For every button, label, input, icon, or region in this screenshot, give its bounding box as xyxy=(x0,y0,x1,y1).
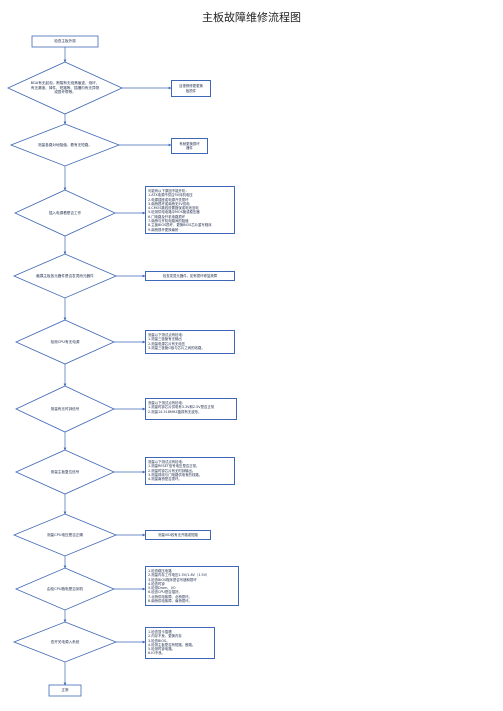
note-line: 4.CMOS跳线设置错误或电池没电 xyxy=(148,206,199,211)
note-line: 检查发烫元器件，如有损坏修复故障 xyxy=(162,273,218,278)
note-line: 4.检查时钟 xyxy=(148,581,165,586)
start-box xyxy=(31,35,99,48)
note-line: 4.检测主板是否有短路，断路。 xyxy=(148,642,196,647)
note-line: 2.测量电源芯片有无电压 xyxy=(148,341,186,346)
note-line: 2.测量时钟芯片有无时钟输出。 xyxy=(148,468,196,473)
note-line: 器件 xyxy=(186,146,193,150)
note-line: 2.内存不良，更换内存 xyxy=(148,634,182,639)
note-box-10: 1.检查显卡插槽 2.内存不良，更换内存 3.检查BIOS。 4.检测主板是否有… xyxy=(145,627,215,659)
note-line: 6.IO不良。 xyxy=(148,651,166,656)
step-label-5: 检测CPU有无电源 xyxy=(50,339,80,344)
note-line: 8.南桥供电故障，南桥损坏。 xyxy=(148,599,192,604)
note-line: 3.测量排线与门电路供电有的线路。 xyxy=(148,472,203,477)
decision-diamond-1 xyxy=(7,61,123,115)
note-line: 测量VID线有无开路或短路 xyxy=(158,532,198,537)
connectors xyxy=(63,47,172,686)
step-label-3: 插入电源看是否工作 xyxy=(48,210,82,215)
note-line: 6.检查CPU是否插好。 xyxy=(148,590,182,595)
note-box-1: 目视修修更更换 板损件 xyxy=(171,80,211,97)
step-label-1: BGA有无起泡、断裂有无烧焦痕迹、烧坏、有无漏液、掉件、短路等、插槽内有无异物或… xyxy=(30,81,100,95)
note-line: 测量以下测试点有检电： xyxy=(148,401,186,405)
note-box-8: 测量VID线有无开路或短路 xyxy=(145,530,211,540)
note-box-3: 可能有以下原因不能开机： 1.ATX电源不供应5V待机电压 2.电源插座或电源开… xyxy=(145,186,235,234)
step-label-2: 测量各路对地阻值，看有无短路。 xyxy=(38,142,92,147)
step-label-10: 查开关电源入系统 xyxy=(50,639,80,644)
note-line: 目视修修更更换 xyxy=(179,84,203,89)
decision-diamond-6 xyxy=(15,385,115,433)
note-line: 5.检测时钟电路。 xyxy=(148,647,175,652)
end-label: 正常 xyxy=(61,688,69,693)
note-line: 1.测量时钟芯片供电有3.3V和2.5V是否正常 xyxy=(148,405,215,410)
step-label-8: 测量CPU电压是否正确 xyxy=(46,532,84,537)
note-line: 板损件 xyxy=(185,88,197,93)
note-line: 6.门电路及开机电路损坏 xyxy=(148,214,186,219)
note-line: 4.测量南桥是否损坏。 xyxy=(148,477,182,482)
note-box-7: 测量以下测试点有检电： 1.测量RESET信号电压是否正常。 2.测量时钟芯片有… xyxy=(145,457,235,485)
note-line: 9.南桥损坏更换南桥 xyxy=(148,227,179,232)
page-title: 主板故障维修流程图 xyxy=(202,11,301,24)
decision-diamond-2 xyxy=(9,123,121,167)
start-label: 检查主板外观 xyxy=(54,39,76,44)
note-line: 3.检查BIOS程序是否写错和损坏 xyxy=(148,577,197,582)
note-line: 2.测量内存工作电压2.5V/1.8V（1.5V） xyxy=(148,573,210,578)
note-box-5: 测量以下测试点有检电： 1.测量三极管有无输出 2.测量电源芯片有无电压 3.测… xyxy=(145,330,235,354)
decision-diamond-3 xyxy=(14,189,116,237)
note-line: 1.ATX电源不供应5V待机电压 xyxy=(148,193,193,198)
note-line: 1.测量RESET信号电压是否正常。 xyxy=(148,464,200,469)
step-label-9: 由检CPU跑电是否到机 xyxy=(46,586,84,591)
note-line: 测量以下测试点有检电： xyxy=(148,460,186,464)
decision-diamond-10 xyxy=(12,621,118,663)
note-line: 5.检测供电电路中MOS管或稳压器 xyxy=(148,210,200,215)
note-line: 8.主板BIOS损坏，更换BIOS芯片重写程序 xyxy=(148,223,212,228)
note-line: 3.测量三极管G极与芯片之间的线路。 xyxy=(148,345,205,350)
note-box-2: 有就更换损坏 器件 xyxy=(171,138,208,154)
note-line: 3.南桥损坏或南桥无5V供电 xyxy=(148,201,190,206)
note-line: 3.检查BIOS。 xyxy=(148,638,170,643)
decision-diamond-5 xyxy=(15,319,115,365)
step-label-7: 测量主板复位信号 xyxy=(50,469,80,474)
note-box-9: 1.检查稳压电路 2.测量内存工作电压2.5V/1.8V（1.5V） 3.检查B… xyxy=(145,566,239,606)
note-line: 可能有以下原因不能开机： xyxy=(148,189,189,193)
note-box-4: 检查发烫元器件，如有损坏修复故障 xyxy=(145,271,235,281)
decision-diamond-8 xyxy=(12,513,118,557)
note-line: 5.检测Dram、I/O xyxy=(148,586,176,591)
step-label-4: 触摸主板各元器件是否发烫而元器件 xyxy=(36,273,94,278)
decision-diamond-7 xyxy=(15,449,115,495)
note-line: 7.南桥与开机电路间的阻值 xyxy=(148,219,189,224)
note-line: 测量以下测试点有检电： xyxy=(148,333,186,337)
note-line: 2.测量14.318MHZ晶振有无波形。 xyxy=(148,409,202,414)
note-line: 2.电源插座或电源开关损坏 xyxy=(148,197,189,202)
decision-diamond-9 xyxy=(14,567,116,611)
note-line: 7.北桥供电故障，北桥损坏。 xyxy=(148,594,192,599)
note-line: 1.检查显卡插槽 xyxy=(148,630,172,634)
shapes xyxy=(7,35,123,697)
step-label-6: 测量有无时钟信号 xyxy=(50,406,80,411)
decision-diamond-4 xyxy=(12,253,118,299)
note-box-6: 测量以下测试点有检电： 1.测量时钟芯片供电有3.3V和2.5V是否正常 2.测… xyxy=(145,398,237,420)
note-line: 1.检查稳压电路 xyxy=(148,569,172,573)
end-box xyxy=(48,684,82,697)
note-line: 有就更换损坏 xyxy=(179,141,200,146)
note-line: 1.测量三极管有无输出 xyxy=(148,337,182,342)
